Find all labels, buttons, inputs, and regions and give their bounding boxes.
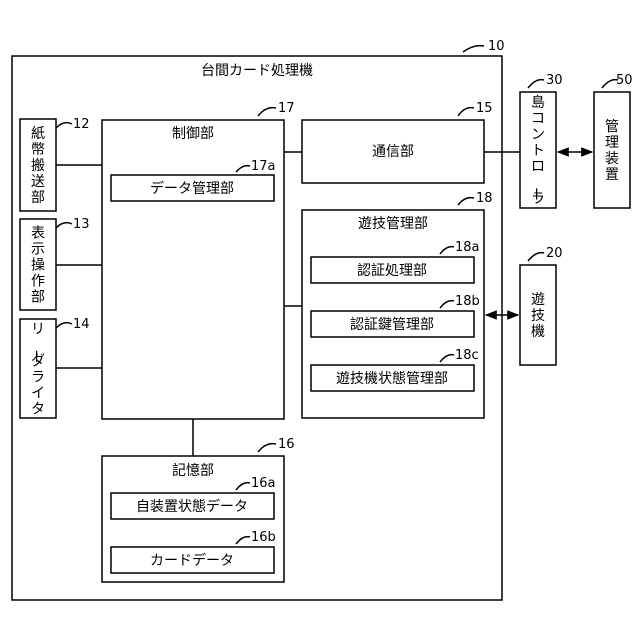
ref-15: 15 [476,101,493,116]
card-processor-title: 台間カード処理機 [201,63,313,79]
leader-20 [528,253,544,261]
control-unit-title: 制御部 [172,126,214,142]
leader-10 [463,46,484,52]
ref-16b: 16b [251,530,276,545]
ref-30: 30 [546,73,563,88]
display-operation-label: 表示操作部 [31,226,45,306]
card-data-label: カードデータ [150,552,234,569]
ref-16: 16 [278,437,295,452]
storage-unit-title: 記憶部 [172,462,214,479]
management-device-label: 管理装置 [605,119,619,183]
game-machine-label: 遊技機 [531,292,545,340]
ref-10: 10 [488,39,505,54]
ref-17: 17 [278,101,295,116]
ref-18a: 18a [455,240,480,255]
game-management-title: 遊技管理部 [358,216,428,232]
auth-key-management-label: 認証鍵管理部 [350,317,434,333]
self-device-state-label: 自装置状態データ [136,498,248,515]
ref-50: 50 [616,73,633,88]
data-management-label: データ管理部 [150,180,234,197]
ref-18c: 18c [455,348,479,363]
ref-17a: 17a [251,159,276,174]
ref-20: 20 [546,246,563,261]
ref-13: 13 [73,217,90,232]
ref-14: 14 [73,317,90,332]
communication-unit-label: 通信部 [372,144,414,160]
ref-12: 12 [73,117,90,132]
leader-30 [528,80,544,88]
ref-18: 18 [476,191,493,206]
auth-processing-label: 認証処理部 [357,263,427,279]
machine-state-management-label: 遊技機状態管理部 [336,371,448,387]
bill-transport-label: 紙幣搬送部 [31,126,45,206]
ref-18b: 18b [455,294,480,309]
ref-16a: 16a [251,476,276,491]
